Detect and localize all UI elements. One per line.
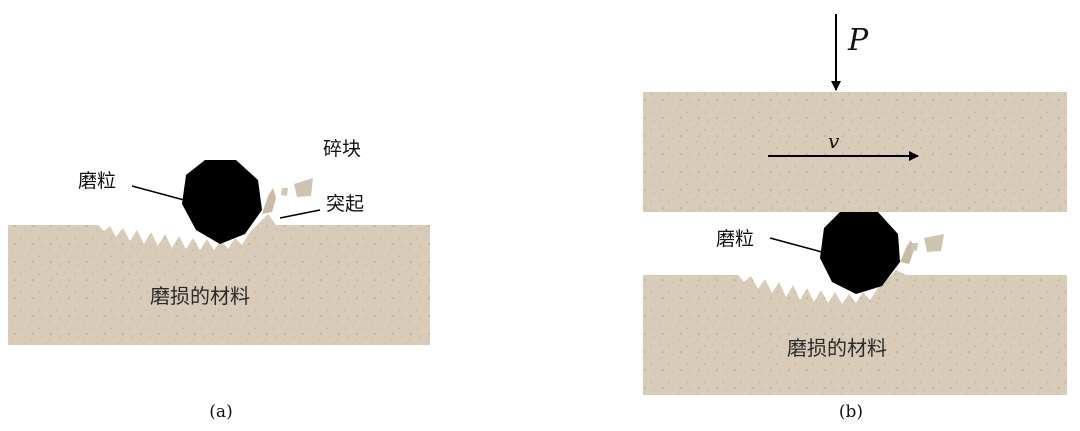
fragment-a2: [281, 188, 288, 196]
caption-a: (a): [209, 402, 232, 422]
abrasive-particle-a: [182, 160, 262, 244]
label-bulge-a: 突起: [326, 193, 364, 215]
leader-particle-b: [769, 237, 823, 253]
worn-material-block-a: [8, 214, 430, 345]
worn-material-block-b: [643, 270, 1067, 395]
upper-block-b: [643, 92, 1067, 212]
label-fragment-a: 碎块: [323, 138, 361, 160]
panel-a: 磨粒 碎块 突起 磨损的材料 (a): [8, 138, 430, 422]
abrasive-particle-b: [820, 212, 900, 294]
label-load: P: [847, 23, 869, 58]
caption-b: (b): [839, 402, 863, 422]
label-particle-a: 磨粒: [78, 170, 116, 192]
fragment-a1: [294, 178, 313, 197]
label-material-b: 磨损的材料: [787, 336, 887, 360]
fragment-b2: [911, 243, 918, 251]
label-material-a: 磨损的材料: [150, 284, 250, 308]
bulge-b: [900, 240, 914, 264]
leader-bulge-a: [279, 209, 321, 219]
label-particle-b: 磨粒: [716, 228, 754, 250]
label-velocity: v: [828, 129, 840, 153]
leader-particle-a: [131, 185, 185, 201]
bulge-a: [262, 188, 276, 214]
panel-b: P v 磨粒 磨损的材料 (b): [643, 14, 1067, 422]
fragment-b1: [924, 234, 944, 252]
